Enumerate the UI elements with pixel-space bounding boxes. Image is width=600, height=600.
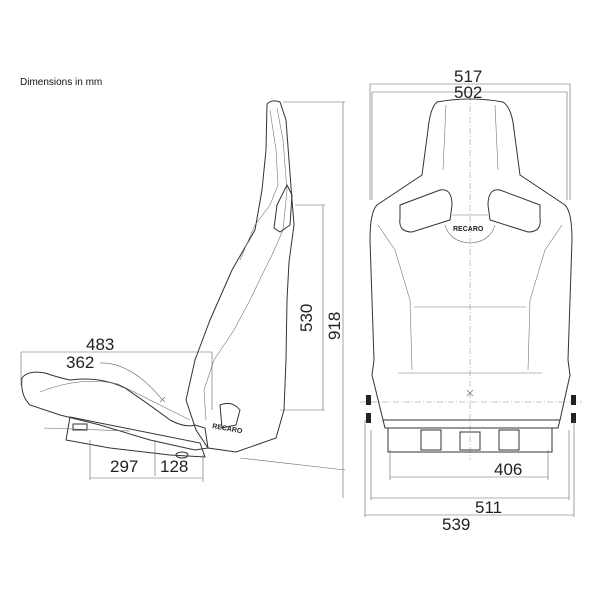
left-adjuster — [366, 395, 371, 405]
left-harness-opening — [399, 189, 453, 233]
front-brand: RECARO — [453, 226, 484, 233]
mount-center — [459, 431, 481, 451]
dim-517: 517 — [454, 67, 482, 86]
dim-483: 483 — [86, 335, 114, 354]
dim-406: 406 — [494, 460, 522, 479]
backrest-outline — [185, 100, 295, 453]
side-view: RECARO 483 362 530 918 297 128 — [20, 100, 346, 498]
dim-362: 362 — [66, 353, 94, 372]
backrest-front-outline — [369, 98, 573, 421]
rail-handle — [175, 451, 189, 459]
seat-rail — [65, 416, 206, 458]
right-adjuster — [571, 395, 576, 405]
seat-front-base — [382, 419, 561, 453]
mount-left — [420, 429, 442, 451]
front-view: RECARO 517 502 406 511 539 — [360, 67, 582, 534]
rail-label — [72, 423, 88, 431]
side-opening — [273, 183, 293, 233]
right-harness-opening — [487, 189, 541, 233]
dim-297: 297 — [110, 457, 138, 476]
seat-cushion-outline — [21, 371, 209, 451]
dim-539: 539 — [442, 515, 470, 534]
dim-918: 918 — [325, 312, 344, 340]
dim-502: 502 — [454, 83, 482, 102]
dim-511: 511 — [475, 498, 502, 517]
dim-128: 128 — [160, 457, 188, 476]
dim-530: 530 — [297, 304, 316, 332]
mount-right — [498, 429, 520, 451]
side-brand: RECARO — [212, 423, 244, 435]
caption: Dimensions in mm — [20, 77, 102, 88]
h-point-marker — [159, 396, 166, 403]
